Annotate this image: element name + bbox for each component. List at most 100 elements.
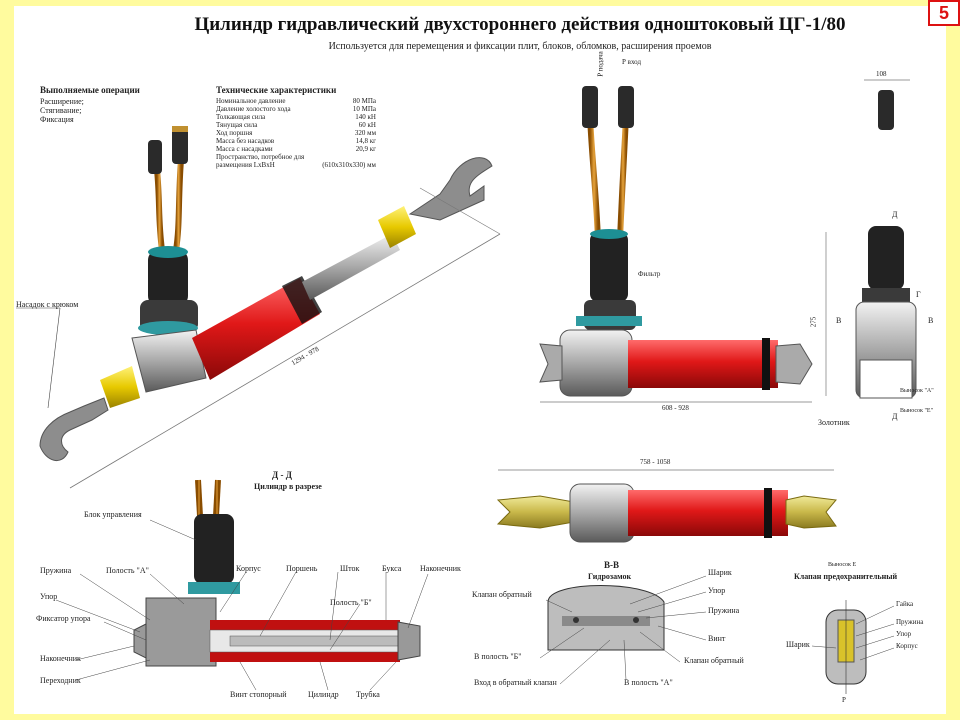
hose xyxy=(173,159,184,251)
label-shtok: Шток xyxy=(340,564,360,573)
housing xyxy=(131,329,207,393)
label-polost-b: Полость "Б" xyxy=(330,598,372,607)
label-v-left: В xyxy=(836,316,842,325)
quick-coupler xyxy=(582,86,598,128)
specs-heading: Технические характеристики xyxy=(216,85,337,95)
quick-coupler xyxy=(148,140,162,174)
label-korpus-e: Корпус xyxy=(896,642,918,650)
label-klapan-obr-r: Клапан обратный xyxy=(684,656,744,665)
label-dim-side-h: 275 xyxy=(809,316,818,328)
plan-view xyxy=(496,469,837,543)
label-sharik-bb: Шарик xyxy=(708,568,732,577)
label-pruzhina-e: Пружина xyxy=(896,618,924,626)
label-d-top: Д xyxy=(892,210,898,219)
label-p-supply: P подача xyxy=(596,51,605,77)
label-bb-sub: Гидрозамок xyxy=(588,572,632,581)
operations-heading: Выполняемые операции xyxy=(40,85,140,95)
spec-value: (610х310х330) мм xyxy=(322,161,376,169)
piston-rod xyxy=(229,635,401,647)
label-pruzhina-bb: Пружина xyxy=(708,606,740,615)
label-upor-bb: Упор xyxy=(708,586,726,595)
isometric-cylinder-view xyxy=(16,126,501,489)
label-blok: Блок управления xyxy=(84,510,142,519)
control-block xyxy=(148,250,188,306)
red-cylinder xyxy=(628,340,778,388)
hook-nozzle xyxy=(39,397,109,461)
operation-item: Стягивание; xyxy=(40,106,82,115)
spec-name: Ход поршня xyxy=(216,129,253,137)
operation-item: Расширение; xyxy=(40,97,84,106)
label-nasadok: Насадок с крюком xyxy=(16,300,79,309)
specs-table: Технические характеристики Номинальное д… xyxy=(216,85,376,170)
red-cylinder xyxy=(192,278,320,380)
slide-number-badge: 5 xyxy=(928,0,960,26)
yellow-collar xyxy=(378,206,416,248)
label-porshen: Поршень xyxy=(286,564,318,573)
label-upor: Упор xyxy=(40,592,58,601)
label-perekhodnik: Переходник xyxy=(40,676,81,685)
side-view xyxy=(855,79,917,399)
spec-row: Ход поршня 320 мм xyxy=(216,129,376,137)
label-nakonechnik-r: Наконечник xyxy=(420,564,461,573)
label-v-polost-a: В полость "А" xyxy=(624,678,673,687)
spec-value: 14,8 кг xyxy=(355,137,376,145)
label-view-a: Выносок "А" xyxy=(900,388,934,394)
label-korpus: Корпус xyxy=(236,564,261,573)
hook-nozzle xyxy=(775,343,813,385)
label-vhod: Вход в обратный клапан xyxy=(474,678,557,687)
page-title: Цилиндр гидравлический двухстороннего де… xyxy=(194,14,846,35)
label-dim-top: 108 xyxy=(876,70,887,78)
spec-value: 140 кН xyxy=(355,113,376,121)
front-view xyxy=(539,86,827,403)
olive-nozzle xyxy=(496,495,575,529)
spec-value: 80 МПа xyxy=(352,97,376,105)
housing xyxy=(559,329,633,397)
label-p-e: P xyxy=(842,696,846,704)
label-view-e: Выносок "Е" xyxy=(900,408,934,414)
red-cylinder xyxy=(628,490,788,536)
label-vint-st: Винт стопорный xyxy=(230,690,287,699)
spec-row: Пространство, потребное для размещения L… xyxy=(216,153,376,169)
operation-item: Фиксация xyxy=(40,115,74,124)
control-block xyxy=(590,232,628,302)
label-trubka: Трубка xyxy=(356,690,380,699)
label-d-bottom: Д xyxy=(892,412,898,421)
label-cilindr: Цилиндр xyxy=(308,690,339,699)
label-v-polost-b: В полость "Б" xyxy=(474,652,522,661)
label-fiksator: Фиксатор упора xyxy=(36,614,91,623)
label-pruzhina: Пружина xyxy=(40,566,72,575)
spec-value: 20,9 кг xyxy=(355,145,376,153)
spec-name: Тянущая сила xyxy=(216,121,258,129)
spec-row: Толкающая сила 140 кН xyxy=(216,113,376,121)
label-gayka: Гайка xyxy=(896,600,914,608)
label-klapan-obr-l: Клапан обратный xyxy=(472,590,532,599)
control-block xyxy=(868,226,904,290)
spec-value: 320 мм xyxy=(354,129,376,137)
hook-nozzle xyxy=(133,623,147,659)
label-vint-bb: Винт xyxy=(708,634,726,643)
hook-nozzle xyxy=(397,621,421,661)
spec-name: Масса с насадками xyxy=(216,145,273,153)
spec-name: Давление холостого хода xyxy=(216,105,291,113)
label-bb-title: В-В xyxy=(604,560,620,570)
label-polost-a: Полость "А" xyxy=(106,566,149,575)
spec-row: Тянущая сила 60 кН xyxy=(216,121,376,129)
piston-rod xyxy=(302,234,400,300)
spec-value: 60 кН xyxy=(358,121,376,129)
detail-e xyxy=(811,600,895,694)
label-v-right: В xyxy=(928,316,934,325)
quick-coupler xyxy=(618,86,634,128)
spec-name: Толкающая сила xyxy=(216,113,266,121)
dimension-line xyxy=(69,233,501,489)
label-nakonechnik-l: Наконечник xyxy=(40,654,81,663)
label-sharik-e: Шарик xyxy=(786,640,810,649)
label-e-title: Выносок Е xyxy=(828,562,857,568)
spec-row: Масса с насадками 20,9 кг xyxy=(216,145,376,153)
quick-coupler xyxy=(172,128,188,164)
hook-nozzle xyxy=(408,157,493,221)
housing xyxy=(569,483,635,543)
